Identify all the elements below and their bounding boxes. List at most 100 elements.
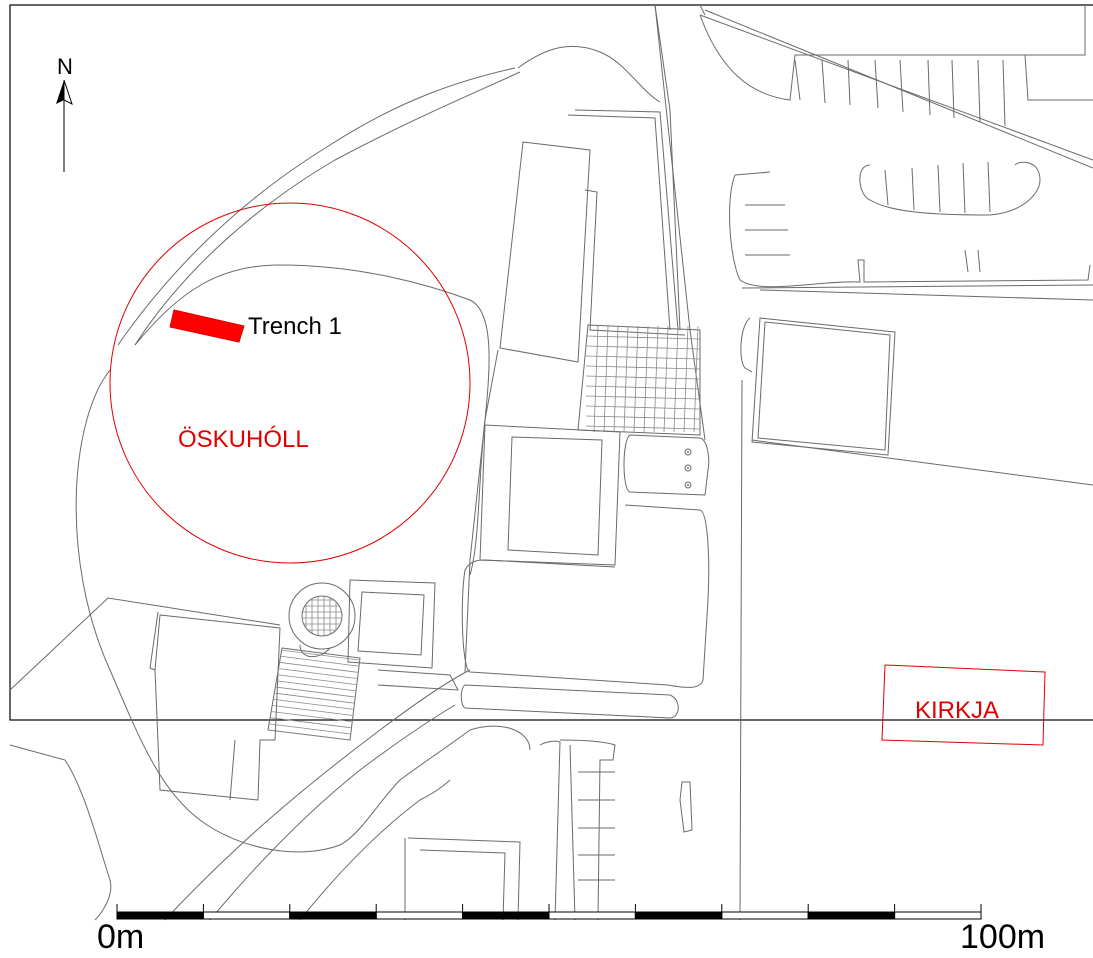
parking-diag-2 (704, 9, 1093, 169)
stall (964, 249, 969, 273)
mound-label: ÖSKUHÓLL (178, 426, 309, 453)
grid-line-h (585, 385, 701, 390)
ramp-stripe (276, 674, 356, 686)
central-inner-wall (567, 114, 671, 331)
grid-line-h (585, 425, 701, 430)
scale-segment (634, 911, 723, 920)
circle-feature-stem (299, 644, 331, 658)
lower-middle-building (461, 504, 710, 688)
ramp-stripe (269, 717, 351, 729)
road-ew-2 (751, 439, 1093, 486)
stall (951, 59, 955, 119)
grid-line-v (603, 325, 609, 433)
scale-bar (116, 904, 982, 920)
stall (899, 59, 904, 113)
ramp-stripe (275, 680, 356, 692)
road-ew-3 (759, 289, 1093, 301)
ramp-stripe (272, 698, 353, 710)
grid-line-h (585, 335, 701, 340)
base-map (9, 4, 1093, 921)
road-diag-3 (299, 779, 451, 921)
parking-mid-outline (729, 174, 1091, 288)
parking-island (859, 161, 1041, 216)
parking-mid-top (734, 171, 771, 176)
church-label: KIRKJA (915, 697, 999, 724)
marker-dot-center (687, 484, 689, 486)
stall (847, 59, 851, 106)
bottom-bollard (679, 781, 693, 833)
ramp-stripe (279, 655, 359, 667)
stall (794, 59, 801, 101)
stall (987, 161, 991, 213)
marker-dot-center (687, 467, 689, 469)
marker-dot (684, 464, 692, 472)
grid-line-v (663, 325, 669, 433)
stall (874, 59, 879, 109)
scale-start-label: 0m (97, 918, 144, 956)
grid-line-v (643, 325, 649, 433)
scale-segment (721, 911, 809, 920)
grid-line-h (585, 355, 701, 360)
ramp-stripe (278, 661, 358, 673)
scale-segment (462, 911, 550, 920)
trench-1-polygon[interactable] (169, 309, 245, 343)
north-arrow: N (56, 54, 73, 172)
right-bld-bevel (740, 317, 753, 373)
square-building-outer (347, 579, 436, 669)
stall (977, 249, 981, 273)
stall (977, 59, 981, 123)
circle-feature-outer (288, 582, 356, 650)
left-building-edge (149, 611, 159, 671)
striped-ramp (267, 647, 361, 741)
ramp-stripe (270, 711, 352, 722)
stall (884, 169, 889, 206)
road-ew (741, 284, 1093, 289)
grid-line-h (585, 345, 701, 350)
marker-dot (684, 481, 692, 489)
road-ns-inner (654, 4, 681, 331)
grid-line-h (585, 395, 701, 400)
left-building-split (229, 739, 236, 801)
parking-top-outline (699, 5, 1086, 101)
grid-line-v (653, 325, 659, 433)
ramp-stripe (267, 729, 350, 741)
stall (1024, 54, 1093, 101)
scale-end-label: 100m (960, 918, 1045, 956)
right-building (751, 317, 896, 456)
grid-line-h (585, 375, 701, 380)
grid-line-v (633, 325, 639, 433)
grid-line-v (593, 325, 599, 433)
marker-dot-center (687, 451, 689, 453)
left-building (154, 614, 281, 801)
path-outer-upper (117, 67, 516, 346)
scale-segment (202, 911, 291, 920)
grid-line-h (585, 365, 701, 370)
road-ns-east (739, 379, 743, 921)
stall (962, 162, 966, 214)
north-label: N (57, 54, 73, 79)
bottom-strip (460, 684, 679, 719)
road-diag-1 (164, 669, 471, 921)
dotted-block (623, 434, 710, 496)
grid-paving (577, 324, 701, 436)
central-inner-wall-2 (574, 109, 679, 331)
church-box[interactable] (881, 664, 1046, 746)
mound-inner-ring-bottom (75, 369, 531, 853)
road-diag-2 (209, 704, 456, 921)
stall (1002, 59, 1006, 127)
square-building-inner (357, 591, 425, 656)
road-ns-west-top (699, 4, 706, 16)
stall (911, 167, 915, 211)
central-building-inner (584, 189, 686, 336)
ramp-stripe (268, 723, 350, 735)
grid-line-v (613, 325, 619, 433)
marker-dot (684, 448, 692, 456)
road-ns-west-2 (464, 349, 499, 673)
ramp-stripe (271, 704, 353, 716)
north-arrow-left-half (56, 80, 64, 104)
road-left-lower (9, 744, 112, 921)
ramp-stripe (277, 668, 357, 679)
square-building-path (377, 669, 459, 691)
mound-inner-ring-top (134, 264, 490, 576)
